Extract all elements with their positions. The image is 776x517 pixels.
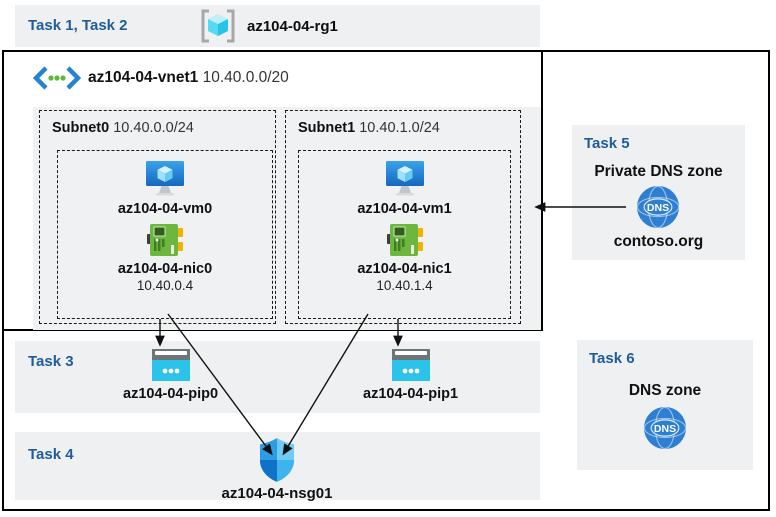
nic0-icon bbox=[147, 223, 183, 257]
nic0-label: az104-04-nic0 bbox=[117, 261, 213, 277]
task6-box: Task 6 DNS zone DNS bbox=[577, 340, 753, 470]
nic1-icon bbox=[386, 223, 423, 257]
subnet1-label: Subnet1 10.40.1.0/24 bbox=[298, 120, 440, 136]
pip0-icon bbox=[151, 347, 190, 383]
nsg-shield-icon bbox=[258, 437, 296, 483]
dns-zone-icon: DNS bbox=[643, 406, 687, 450]
task6-label: Task 6 bbox=[589, 350, 635, 367]
task1-task2-label: Task 1, Task 2 bbox=[28, 17, 128, 34]
task1-task2-band: Task 1, Task 2 az104-04-rg1 bbox=[15, 5, 540, 47]
virtual-network-icon bbox=[33, 66, 81, 90]
task4-label: Task 4 bbox=[28, 446, 74, 463]
task5-box: Task 5 Private DNS zone DNS contoso.org bbox=[572, 125, 745, 260]
vnet-title: az104-04-vnet1 10.40.0.0/20 bbox=[88, 69, 289, 87]
subnet0-vm-group: az104-04-vm0 az104-04-nic0 10.40.0.4 bbox=[57, 150, 273, 319]
vm0-icon bbox=[145, 161, 185, 197]
subnet0-name: Subnet0 bbox=[52, 120, 110, 136]
nsg-group: az104-04-nsg01 bbox=[222, 437, 332, 502]
pip1-icon bbox=[391, 347, 430, 383]
subnet1-box: Subnet1 10.40.1.0/24 bbox=[285, 110, 521, 324]
vm1-label: az104-04-vm1 bbox=[357, 201, 452, 217]
nsg-label: az104-04-nsg01 bbox=[221, 485, 333, 502]
subnet0-label: Subnet0 10.40.0.0/24 bbox=[52, 120, 194, 136]
resource-group-name: az104-04-rg1 bbox=[247, 18, 338, 35]
subnet0-cidr: 10.40.0.0/24 bbox=[113, 120, 194, 136]
subnet1-name: Subnet1 bbox=[298, 120, 356, 136]
private-dns-zone-name: contoso.org bbox=[613, 233, 704, 250]
pip0-group: az104-04-pip0 bbox=[123, 347, 218, 402]
pip1-group: az104-04-pip1 bbox=[363, 347, 458, 402]
pip1-label: az104-04-pip1 bbox=[363, 386, 459, 402]
vnet-name: az104-04-vnet1 bbox=[88, 69, 199, 86]
subnet1-vm-group: az104-04-vm1 az104-04-nic1 10.40.1.4 bbox=[298, 150, 511, 319]
subnets-panel bbox=[33, 107, 541, 330]
resource-group-icon bbox=[198, 7, 238, 45]
subnet1-cidr: 10.40.1.0/24 bbox=[359, 120, 440, 136]
nic1-ip: 10.40.1.4 bbox=[376, 278, 433, 293]
dns-icon-text: DNS bbox=[647, 202, 669, 214]
vnet-cidr: 10.40.0.0/20 bbox=[202, 69, 289, 86]
task4-band: Task 4 az104-04-nsg0 bbox=[15, 432, 540, 502]
dns-icon-text: DNS bbox=[654, 423, 676, 435]
dns-zone-title: DNS zone bbox=[628, 382, 702, 399]
nic0-ip: 10.40.0.4 bbox=[136, 278, 194, 293]
vm1-icon bbox=[385, 161, 425, 197]
pip0-label: az104-04-pip0 bbox=[123, 386, 219, 402]
vm0-label: az104-04-vm0 bbox=[117, 201, 213, 217]
private-dns-zone-icon: DNS bbox=[636, 185, 680, 229]
subnet0-box: Subnet0 10.40.0.0/24 bbox=[39, 110, 276, 324]
task3-band: Task 3 az104-04-pip0 bbox=[15, 341, 540, 413]
task3-label: Task 3 bbox=[28, 353, 74, 370]
private-dns-zone-title: Private DNS zone bbox=[594, 163, 723, 180]
nic1-label: az104-04-nic1 bbox=[357, 261, 452, 277]
task5-label: Task 5 bbox=[584, 135, 630, 152]
